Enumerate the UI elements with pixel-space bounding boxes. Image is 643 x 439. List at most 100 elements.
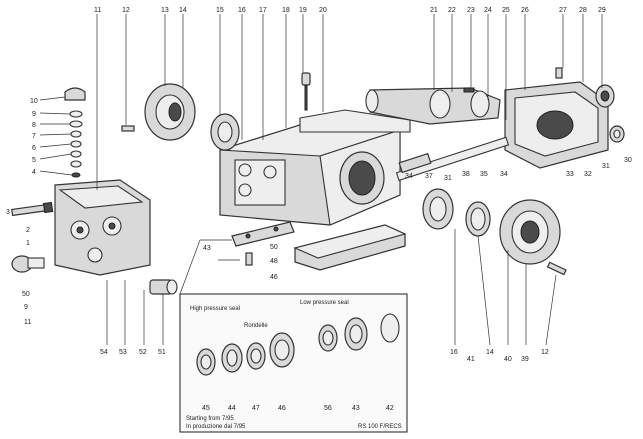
label-20: 20 [319, 7, 327, 14]
label-28: 28 [579, 7, 587, 14]
leader-lines [39, 14, 603, 346]
plunger-rod [395, 136, 510, 182]
bracket-45 [231, 221, 295, 247]
bearing-cover-14 [144, 83, 196, 141]
label-43: 43 [203, 245, 211, 252]
label-3: 3 [6, 209, 10, 216]
support-rail-46 [293, 224, 407, 271]
label-46b: 46 [278, 405, 286, 412]
label-41: 41 [467, 356, 475, 363]
label-8: 8 [32, 122, 36, 129]
label-34b: 34 [500, 171, 508, 178]
label-33: 33 [566, 171, 574, 178]
label-56: 56 [324, 405, 332, 412]
label-9: 9 [32, 111, 36, 118]
crankcase [219, 124, 401, 226]
label-40: 40 [504, 356, 512, 363]
crankshaft [365, 87, 501, 125]
label-50: 50 [22, 291, 30, 298]
pin-12 [121, 125, 135, 132]
label-22: 22 [448, 7, 456, 14]
label-2: 2 [26, 227, 30, 234]
label-31: 31 [444, 175, 452, 182]
rear-cover-20 [299, 109, 411, 133]
label-23: 23 [467, 7, 475, 14]
label-14b: 14 [486, 349, 494, 356]
screw-42 [546, 261, 567, 276]
label-45: 45 [202, 405, 210, 412]
label-16: 16 [238, 7, 246, 14]
label-50b: 50 [270, 244, 278, 251]
label-44: 44 [228, 405, 236, 412]
label-47: 47 [252, 405, 260, 412]
bolt-7 [11, 201, 54, 217]
seal-ring-15 [210, 113, 240, 151]
manifold-head [54, 179, 151, 276]
oil-seal-37 [422, 188, 454, 230]
label-54: 54 [100, 349, 108, 356]
label-4: 4 [32, 169, 36, 176]
part-number-labels: 11 12 13 14 15 16 17 18 19 20 21 22 23 2… [6, 7, 632, 412]
label-42: 42 [386, 405, 394, 412]
nut-30 [609, 125, 625, 143]
label-27: 27 [559, 7, 567, 14]
drain-plug [11, 255, 45, 273]
label-10: 10 [30, 98, 38, 105]
label-35: 35 [480, 171, 488, 178]
label-39: 39 [521, 356, 529, 363]
label-11b: 11 [24, 319, 31, 326]
label-21: 21 [430, 7, 438, 14]
label-25: 25 [502, 7, 510, 14]
footer-line-1: Starting from 7/95 [186, 416, 234, 422]
bearing-28 [595, 84, 615, 108]
label-13: 13 [161, 7, 169, 14]
drawing-code: RS 100 F/RECS [358, 424, 402, 430]
label-6: 6 [32, 145, 36, 152]
label-15: 15 [216, 7, 224, 14]
label-29: 29 [598, 7, 606, 14]
label-53: 53 [119, 349, 127, 356]
label-31b: 31 [602, 163, 610, 170]
ring-36 [465, 201, 491, 237]
label-34: 34 [405, 173, 413, 180]
label-11: 11 [94, 7, 101, 14]
label-32: 32 [584, 171, 592, 178]
bolt-49 [245, 252, 253, 266]
inset-captions: High pressure seal Low pressure seal Ron… [186, 300, 402, 430]
label-24: 24 [484, 7, 492, 14]
label-48: 48 [270, 258, 278, 265]
fitting-51 [149, 279, 178, 295]
seal-kit-inset [179, 293, 408, 433]
dipstick [301, 72, 311, 111]
label-14: 14 [179, 7, 187, 14]
label-7: 7 [32, 133, 36, 140]
label-9b: 9 [24, 304, 28, 311]
label-18: 18 [282, 7, 290, 14]
label-26: 26 [521, 7, 529, 14]
rondelle-label: Rondelle [244, 323, 268, 329]
high-pressure-seal-label: High pressure seal [190, 306, 240, 312]
screw-27 [555, 67, 563, 79]
label-5: 5 [32, 157, 36, 164]
label-12: 12 [122, 7, 130, 14]
label-43b: 43 [352, 405, 360, 412]
footer-line-2: In produzione dal 7/95 [186, 424, 246, 430]
low-pressure-seal-label: Low pressure seal [300, 300, 349, 306]
label-17: 17 [259, 7, 267, 14]
label-12b: 12 [541, 349, 549, 356]
flange-40 [499, 199, 561, 265]
label-30: 30 [624, 157, 632, 164]
label-37: 37 [425, 173, 433, 180]
label-19: 19 [299, 7, 307, 14]
label-51: 51 [158, 349, 166, 356]
gear-cover-26 [504, 81, 609, 169]
valve-stack [69, 110, 83, 178]
label-38: 38 [462, 171, 470, 178]
label-16b: 16 [450, 349, 458, 356]
label-1: 1 [26, 240, 30, 247]
key-23 [463, 87, 475, 93]
label-52: 52 [139, 349, 147, 356]
label-46: 46 [270, 274, 278, 281]
plug-cap-10 [64, 87, 86, 101]
